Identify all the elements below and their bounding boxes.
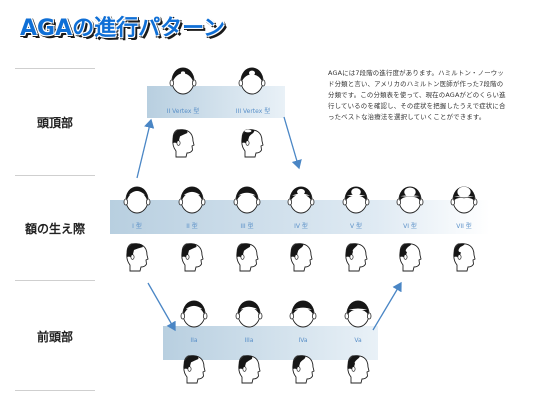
- head-side-illustration: [345, 243, 368, 272]
- head-top-illustration: [342, 186, 370, 214]
- head-side-illustration: [181, 243, 204, 272]
- type-label: IIa: [190, 337, 198, 344]
- row-label-frontal: 前頭部: [36, 330, 73, 344]
- head-top-illustration: [289, 300, 317, 328]
- type-label: I 型: [132, 223, 142, 230]
- head-side-illustration: [241, 129, 264, 158]
- head-side-illustration: [183, 355, 206, 384]
- head-top-illustration: [123, 186, 151, 214]
- crown-band: [147, 86, 285, 118]
- head-side-illustration: [292, 355, 315, 384]
- type-label: II Vertex 型: [166, 108, 200, 115]
- description-text: AGAには7段階の進行度があります。ハミルトン・ノーウッド分類と言い、アメリカの…: [328, 69, 506, 121]
- head-side-illustration: [347, 355, 370, 384]
- row-label-crown: 頭頂部: [36, 116, 73, 130]
- divider: [15, 175, 95, 176]
- head-side-illustration: [399, 243, 422, 272]
- type-label: V 型: [349, 223, 363, 230]
- type-label: II 型: [186, 223, 198, 230]
- row-label-hairline: 額の生え際: [24, 222, 85, 236]
- page-title: AGAの進行パターン: [20, 16, 226, 41]
- type-label: III Vertex 型: [235, 108, 271, 115]
- head-top-illustration: [180, 300, 208, 328]
- divider: [15, 280, 95, 281]
- type-label: IVa: [298, 337, 308, 344]
- type-label: VII 型: [456, 223, 472, 230]
- head-top-illustration: [287, 186, 315, 214]
- arrow-crown-to-hairline: [283, 116, 302, 170]
- head-side-illustration: [236, 243, 259, 272]
- head-top-illustration: [238, 67, 266, 95]
- head-side-illustration: [126, 243, 149, 272]
- type-label: IIIa: [244, 337, 254, 344]
- arrow-frontal-to-hairline: [372, 281, 402, 331]
- head-top-illustration: [396, 186, 424, 214]
- arrow-to-frontal: [147, 282, 176, 332]
- head-top-illustration: [235, 300, 263, 328]
- type-label: IV 型: [294, 223, 308, 230]
- frontal-band: [163, 326, 378, 360]
- head-top-illustration: [169, 67, 197, 95]
- arrow-to-crown: [136, 118, 155, 179]
- type-label: Va: [354, 337, 362, 344]
- type-label: III 型: [240, 223, 254, 230]
- head-side-illustration: [290, 243, 313, 272]
- head-top-illustration: [344, 300, 372, 328]
- head-side-illustration: [172, 129, 195, 158]
- head-side-illustration: [238, 355, 261, 384]
- head-top-illustration: [178, 186, 206, 214]
- head-top-illustration: [450, 186, 478, 214]
- divider: [15, 68, 95, 69]
- divider: [15, 390, 95, 391]
- head-top-illustration: [233, 186, 261, 214]
- head-side-illustration: [453, 243, 476, 272]
- type-label: VI 型: [403, 223, 417, 230]
